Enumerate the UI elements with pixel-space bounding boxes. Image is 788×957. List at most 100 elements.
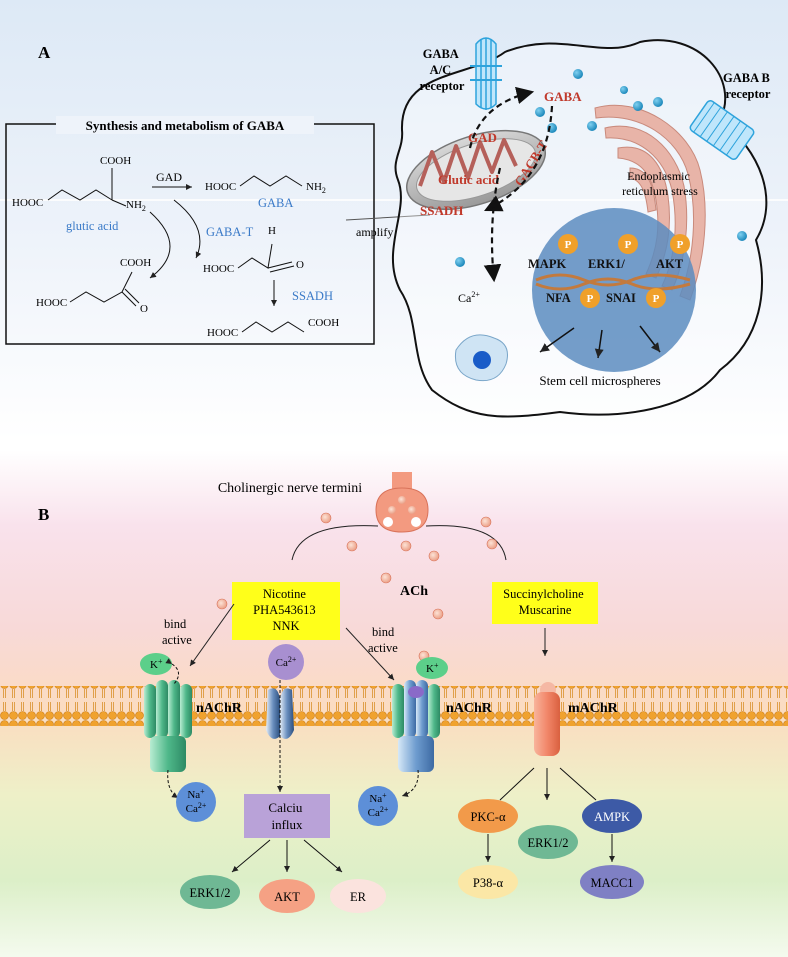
agonist-left-1: Nicotine [263,587,306,601]
amplify-label: amplify [356,225,393,239]
alpha-ketoglutarate-structure: COOH HOOC O [36,257,151,315]
svg-text:P: P [587,293,594,305]
erk-left-node [180,875,240,909]
snai-label: SNAI [606,291,636,305]
ca-ion-top [268,644,304,680]
ca-left-label: Ca2+ [186,801,207,815]
agonist-left-2: PHA543613 [253,603,316,617]
erk-right-label: ERK1/2 [528,836,569,850]
nicotinic-agonists-box [232,582,340,640]
ach-vesicles [216,512,498,662]
gaba-ac-receptor [470,37,502,110]
bind-active-right: bind active [368,625,398,655]
mapk-label: MAPK [528,257,566,271]
glutamate-name: glutic acid [66,219,119,233]
p38-label: P38-α [473,876,504,890]
gaba-in-cell-label: GABA [544,89,582,104]
ca-top-label: Ca2+ [276,655,297,669]
akg-o: O [140,303,148,315]
mito-ssadh-label: SSADH [420,203,463,218]
bind-right-2: active [368,641,398,655]
stem-cell-icon [454,334,508,382]
er-node [330,879,386,913]
ampk-node [582,799,642,833]
nachr-left [144,680,192,772]
ssa-o: O [296,259,304,271]
er-label-b: ER [350,890,367,904]
influx-line2: influx [271,817,303,832]
k-ion-left-label: K+ [150,657,163,671]
glutamate-cooh: COOH [100,155,131,167]
nicotinic-agonists-label: Nicotine PHA543613 NNK [253,587,319,633]
svg-text:P: P [653,293,660,305]
glutamate-hooc: HOOC [12,197,43,209]
agonist-right-1: Succinylcholine [503,587,584,601]
ssadh-label: SSADH [292,289,333,303]
p38-node [458,865,518,899]
k-ion-left [140,653,172,675]
er-label-line1: Endoplasmic [627,169,690,183]
succinate-structure: HOOC COOH [207,317,339,339]
ca-right-label: Ca2+ [368,805,389,819]
na-right-label: Na+ [369,791,387,805]
gaba-b-receptor [689,100,755,160]
ach-label: ACh [400,584,428,599]
phospho-badges: P P P P P [558,234,690,308]
ssa-hooc: HOOC [203,263,234,275]
nerve-terminal-label: Cholinergic nerve termini [218,481,362,496]
panel-a-label: A [38,43,51,62]
akt-label-b: AKT [274,890,300,904]
gaba-nh2: NH2 [306,181,326,195]
gaba-hooc: HOOC [205,181,236,193]
calcium-influx-box [244,794,330,838]
influx-line1: Calciu [268,800,302,815]
stem-cell-label: Stem cell microspheres [539,373,660,388]
muscarinic-agonists-label: Succinylcholine Muscarine [503,587,587,617]
erk-label: ERK1/ [588,257,625,271]
gabat-label: GABA-T [206,225,254,239]
bind-active-left: bind active [162,617,192,647]
mito-glutic-label: Glutic acid [438,172,500,187]
svg-text:P: P [625,239,632,251]
ssa-h: H [268,225,276,237]
bind-right-1: bind [372,625,395,639]
ssa-structure: H HOOC O [203,225,304,275]
akt-label: AKT [656,257,684,271]
macc1-node [580,865,644,899]
nerve-terminal [375,472,429,533]
k-ion-right-label: K+ [426,661,439,675]
agonist-left-3: NNK [272,619,299,633]
glutamate-nh2: NH2 [126,199,146,213]
nachr-right-label: nAChR [446,701,493,716]
er-label-line2: reticulum stress [622,184,698,198]
gaba-ac-receptor-label: GABA A/C receptor [420,47,465,93]
mitochondrion [405,129,547,211]
pkc-label: PKC-α [470,810,505,824]
ca-label-a: Ca2+ [458,290,480,305]
gaba-structure: HOOC NH2 GABA [205,175,326,210]
succinate-cooh: COOH [308,317,339,329]
calcium-channel [266,688,294,739]
erk-right-node [518,825,578,859]
akg-cooh: COOH [120,257,151,269]
ampk-label: AMPK [594,810,630,824]
nfat-label: NFA [546,291,571,305]
glutamate-structure: COOH HOOC NH2 glutic acid [12,155,146,233]
nucleus-labels: MAPK ERK1/ AKT NFA SNAI [528,257,684,305]
agonist-right-2: Muscarine [519,603,572,617]
akt-node [259,879,315,913]
na-ca-ion-left [176,782,216,822]
nachr-left-label: nAChR [196,701,243,716]
nachr-right [392,680,440,772]
macc1-label: MACC1 [590,876,633,890]
gaba-dots [455,69,747,267]
gaba-b-receptor-label: GABA B receptor [723,71,773,101]
gad-label: GAD [156,170,182,184]
erk-left-label: ERK1/2 [190,886,231,900]
machr-receptor [534,682,560,756]
bind-left-1: bind [164,617,187,631]
er-label: Endoplasmic reticulum stress [622,169,698,198]
svg-text:P: P [565,239,572,251]
